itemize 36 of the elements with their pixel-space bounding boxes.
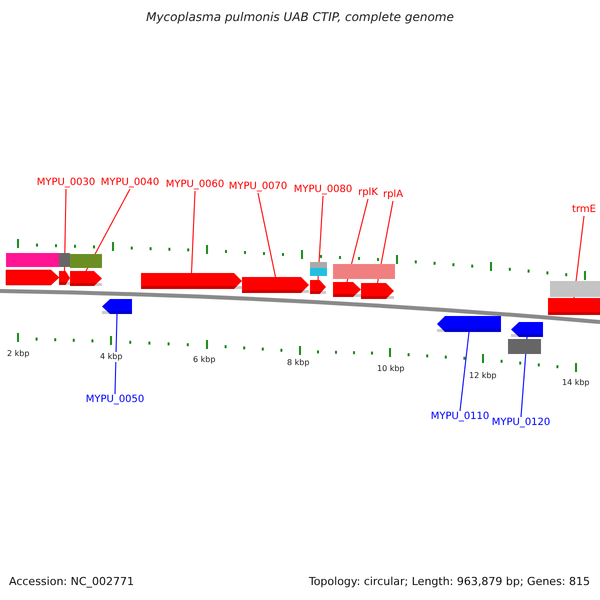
leader-line <box>460 332 470 412</box>
genome-info-text: Topology: circular; Length: 963,879 bp; Genes: 815 <box>308 575 590 588</box>
scale-label: 10 kbp <box>377 364 405 374</box>
gene-feature <box>333 282 361 297</box>
scale-label: 14 kbp <box>562 378 590 388</box>
gene-label: MYPU_0050 <box>86 394 144 406</box>
title: Mycoplasma pulmonis UAB CTIP, complete genome <box>146 10 454 24</box>
leader-line <box>191 190 196 274</box>
gene-label: trmE <box>572 204 596 216</box>
scale-label: 8 kbp <box>287 358 310 368</box>
gene-label: MYPU_0070 <box>228 181 288 193</box>
gene-label: MYPU_0060 <box>166 179 224 191</box>
leader-line <box>318 196 324 280</box>
gene-feature <box>310 280 326 294</box>
gene-feature <box>59 271 70 285</box>
gene-label: MYPU_0120 <box>492 417 550 429</box>
gene-label: MYPU_0040 <box>100 177 160 189</box>
gene-label: MYPU_0110 <box>430 411 490 423</box>
gene-feature <box>141 273 242 289</box>
gene-feature <box>437 316 501 332</box>
scale-label: 12 kbp <box>469 371 497 381</box>
gene-feature <box>102 299 132 314</box>
gene-feature <box>361 283 394 299</box>
gene-label: MYPU_0030 <box>36 177 96 189</box>
gene-label: MYPU_0080 <box>294 184 352 196</box>
leader-line <box>114 314 118 394</box>
gene-label: rplA <box>382 189 404 201</box>
gene-feature <box>511 322 543 337</box>
scale-label: 6 kbp <box>193 355 216 365</box>
leader-line <box>64 188 66 272</box>
leader-line <box>258 192 276 278</box>
gene-feature <box>548 298 600 315</box>
accession-text: Accession: NC_002771 <box>9 575 134 588</box>
gene-label: rplK <box>358 187 378 199</box>
scale-label: 2 kbp <box>7 349 30 359</box>
scale-label: 4 kbp <box>100 352 122 362</box>
